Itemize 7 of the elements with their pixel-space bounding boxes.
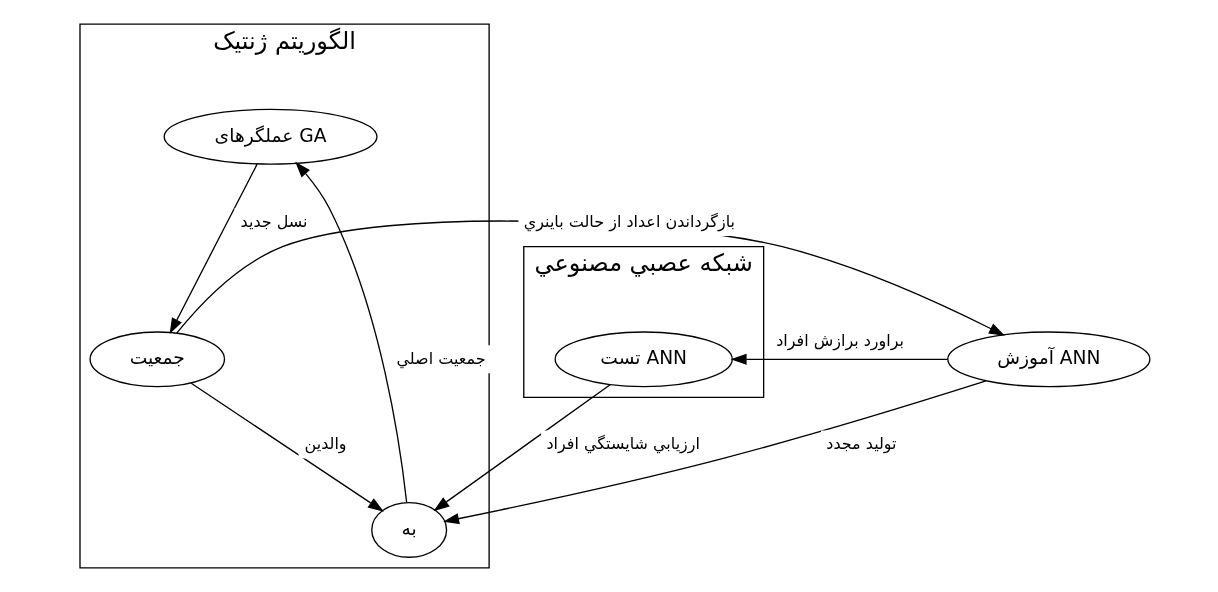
edge-label: نسل جدید [240, 211, 308, 231]
edge-label: براورد برازش افراد [775, 331, 904, 351]
edge-label: جمعیت اصلي [396, 349, 486, 369]
edge-label: تولید مجدد [825, 434, 897, 454]
edge-label: والدین [304, 434, 347, 454]
edge-label: بازگرداندن اعداد از حالت باینري [523, 211, 735, 231]
edge-label: ارزیابي شایستگي افراد [545, 434, 700, 454]
